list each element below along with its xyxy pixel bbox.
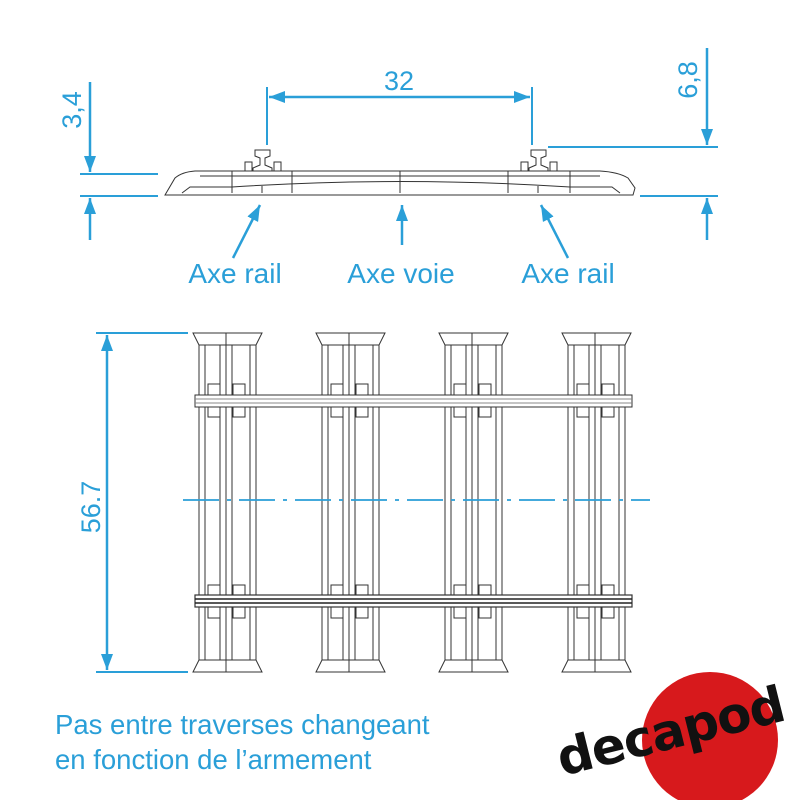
fastening-clips	[207, 383, 615, 619]
dimension-sleeper-length: 56.7	[76, 332, 188, 673]
right-rail-axis-label: Axe rail	[521, 258, 614, 289]
sleeper-3	[438, 332, 509, 673]
top-view: 56.7	[76, 332, 650, 673]
dimension-right-height-label: 6,8	[673, 61, 703, 99]
dimension-right-height: 6,8	[548, 48, 718, 240]
rail-section-left	[244, 149, 282, 172]
dimension-sleeper-length-label: 56.7	[76, 481, 106, 534]
caption-line-2: en fonction de l’armement	[55, 744, 372, 775]
dimension-left-height-label: 3,4	[57, 91, 87, 129]
rail-top	[194, 394, 633, 408]
track-axis-label: Axe voie	[347, 258, 454, 289]
dimension-rail-spacing-label: 32	[384, 66, 414, 96]
dimension-rail-spacing: 32	[266, 66, 533, 145]
rail-section-right	[520, 149, 558, 172]
caption-line-1: Pas entre traverses changeant	[55, 709, 430, 740]
left-rail-axis-label: Axe rail	[188, 258, 281, 289]
axis-pointers	[231, 204, 570, 259]
side-view: 32 3,4 6,8 Axe rail Axe voie Axe rail	[57, 48, 718, 289]
rail-bottom	[194, 594, 633, 608]
sleeper-profile	[164, 170, 636, 196]
sleeper-4	[561, 332, 632, 673]
decapod-logo: decapod	[551, 672, 790, 800]
dimension-left-height: 3,4	[57, 82, 158, 240]
sleepers	[192, 332, 632, 673]
logo-red-disc	[642, 672, 778, 800]
left-rail-axis-pointer	[231, 204, 262, 259]
right-rail-axis-pointer	[539, 204, 570, 259]
sleeper-2	[315, 332, 386, 673]
sleeper-1	[192, 332, 263, 673]
